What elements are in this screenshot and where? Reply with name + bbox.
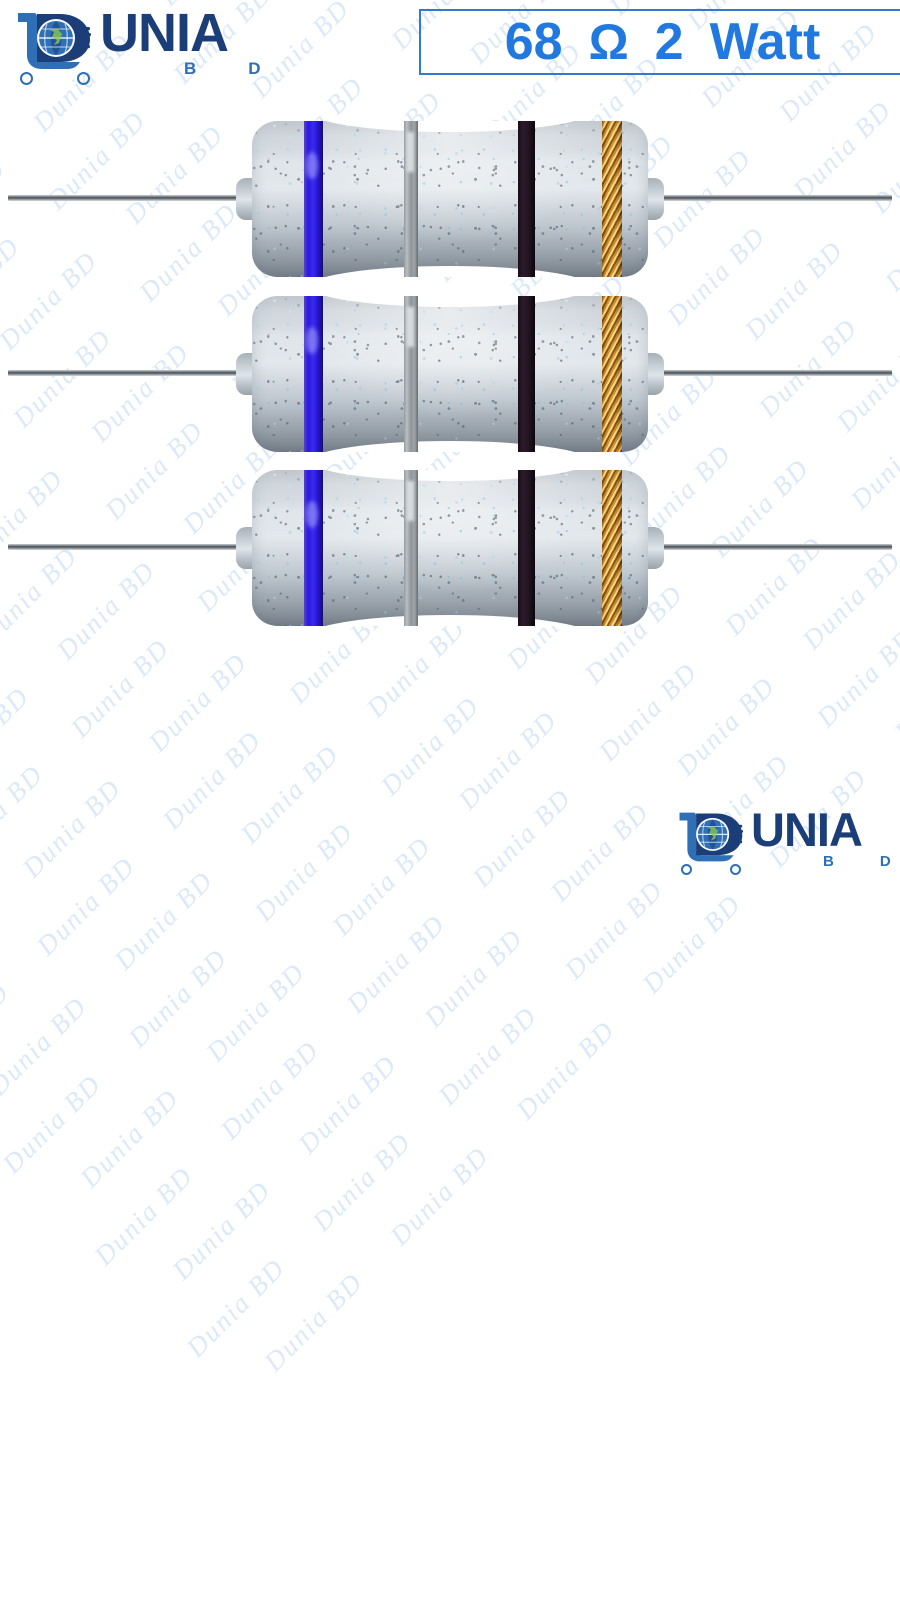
color-band-black (518, 470, 535, 626)
watermark-text: Dunia BD (292, 1048, 403, 1159)
brand-wordmark: UNIA B D (100, 3, 261, 79)
watermark-text: Dunia BD (0, 990, 93, 1101)
watermark-text: Dunia BD (0, 899, 1, 1010)
brand-sub-b: B (823, 853, 834, 871)
watermark-text: Dunia BD (432, 1000, 543, 1111)
resistor-body (252, 121, 648, 277)
specification-box: 68 Ω 2 Watt (419, 9, 900, 75)
brand-name: UNIA (100, 3, 229, 63)
watermark-text: Dunia BD (306, 1126, 417, 1237)
power-unit: Watt (709, 13, 821, 71)
cart-wheels (681, 864, 741, 875)
brand-name: UNIA (751, 803, 863, 856)
watermark-text: Dunia BD (180, 1252, 291, 1363)
watermark-text: Dunia BD (200, 956, 311, 1067)
watermark-text: Dunia BD (88, 1160, 199, 1271)
watermark-text: Dunia BD (510, 1014, 621, 1125)
resistor-item (0, 462, 900, 632)
resistor-body-wrap (236, 121, 664, 277)
lead-wire-right (642, 544, 892, 550)
color-band-gold (602, 470, 622, 626)
color-band-black (518, 121, 535, 277)
color-band-gray (404, 470, 418, 626)
watermark-text: Dunia BD (636, 888, 747, 999)
cart-globe-svg (679, 812, 744, 862)
color-band-gold (602, 296, 622, 452)
cart-wheel-right (77, 72, 90, 85)
lead-wire-left (8, 544, 258, 550)
color-band-blue (304, 296, 323, 452)
power-value: 2 (654, 13, 684, 71)
watermark-text: Dunia BD (0, 976, 15, 1086)
brand-wordmark: UNIA B D (751, 803, 891, 871)
cart-wheel-left (681, 864, 692, 875)
watermark-text: Dunia BD (340, 908, 451, 1019)
lead-wire-right (642, 370, 892, 376)
brand-sub-d: D (248, 59, 261, 79)
watermark-text: Dunia BD (0, 1068, 107, 1179)
brand-subtext: B D (100, 59, 261, 79)
watermark-text: Dunia BD (166, 1174, 277, 1285)
resistance-value: 68 (504, 13, 563, 71)
watermark-text: Dunia BD (214, 1034, 325, 1145)
resistor-item (0, 113, 900, 283)
watermark-text: Dunia BD (257, 1266, 369, 1377)
watermark-text: Dunia BD (74, 1082, 185, 1193)
watermark-text: Dunia BD (122, 942, 233, 1053)
color-band-blue (304, 121, 323, 277)
lead-wire-right (642, 195, 892, 201)
brand-sub-d: D (879, 853, 891, 871)
shopping-cart-globe-icon (14, 10, 100, 85)
watermark-text: Dunia BD (383, 1140, 495, 1251)
brand-logo-bottom: UNIA B D (676, 803, 891, 875)
resistor-body (252, 296, 648, 452)
cart-wheel-right (730, 864, 741, 875)
watermark-text: Dunia BD (418, 922, 529, 1033)
content-layer: UNIA B D 68 Ω 2 Watt (0, 0, 900, 900)
resistor-body-wrap (236, 296, 664, 452)
lead-wire-left (8, 370, 258, 376)
brand-sub-b: B (184, 59, 197, 79)
resistor-body-wrap (236, 470, 664, 626)
shopping-cart-globe-icon (676, 810, 751, 875)
color-band-blue (304, 470, 323, 626)
lead-wire-left (8, 195, 258, 201)
color-band-gray (404, 296, 418, 452)
resistor-item (0, 288, 900, 458)
cart-wheel-left (20, 72, 33, 85)
color-band-gold (602, 121, 622, 277)
brand-subtext: B D (751, 853, 891, 870)
ohm-symbol: Ω (588, 14, 629, 70)
color-band-gray (404, 121, 418, 277)
color-band-black (518, 296, 535, 452)
brand-logo-top: UNIA B D (14, 3, 261, 85)
resistor-body (252, 470, 648, 626)
cart-wheels (20, 72, 90, 85)
cart-globe-svg (18, 13, 91, 69)
